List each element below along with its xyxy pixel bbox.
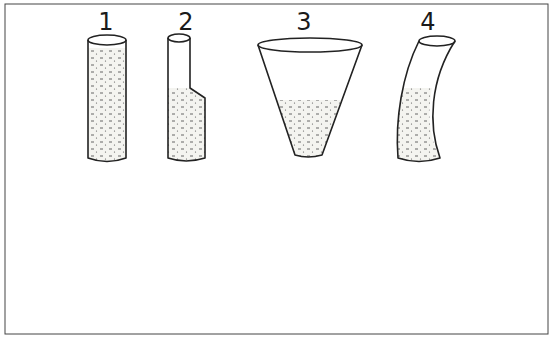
callout-number: 2	[178, 10, 193, 34]
cone-container	[258, 38, 362, 157]
callout-number: 3	[296, 10, 311, 34]
curved-container	[397, 36, 455, 162]
bottle-container	[168, 34, 205, 161]
frame	[5, 4, 548, 334]
callout-number: 4	[420, 10, 435, 34]
cylinder-container	[88, 35, 126, 162]
callout-number: 1	[98, 10, 113, 34]
